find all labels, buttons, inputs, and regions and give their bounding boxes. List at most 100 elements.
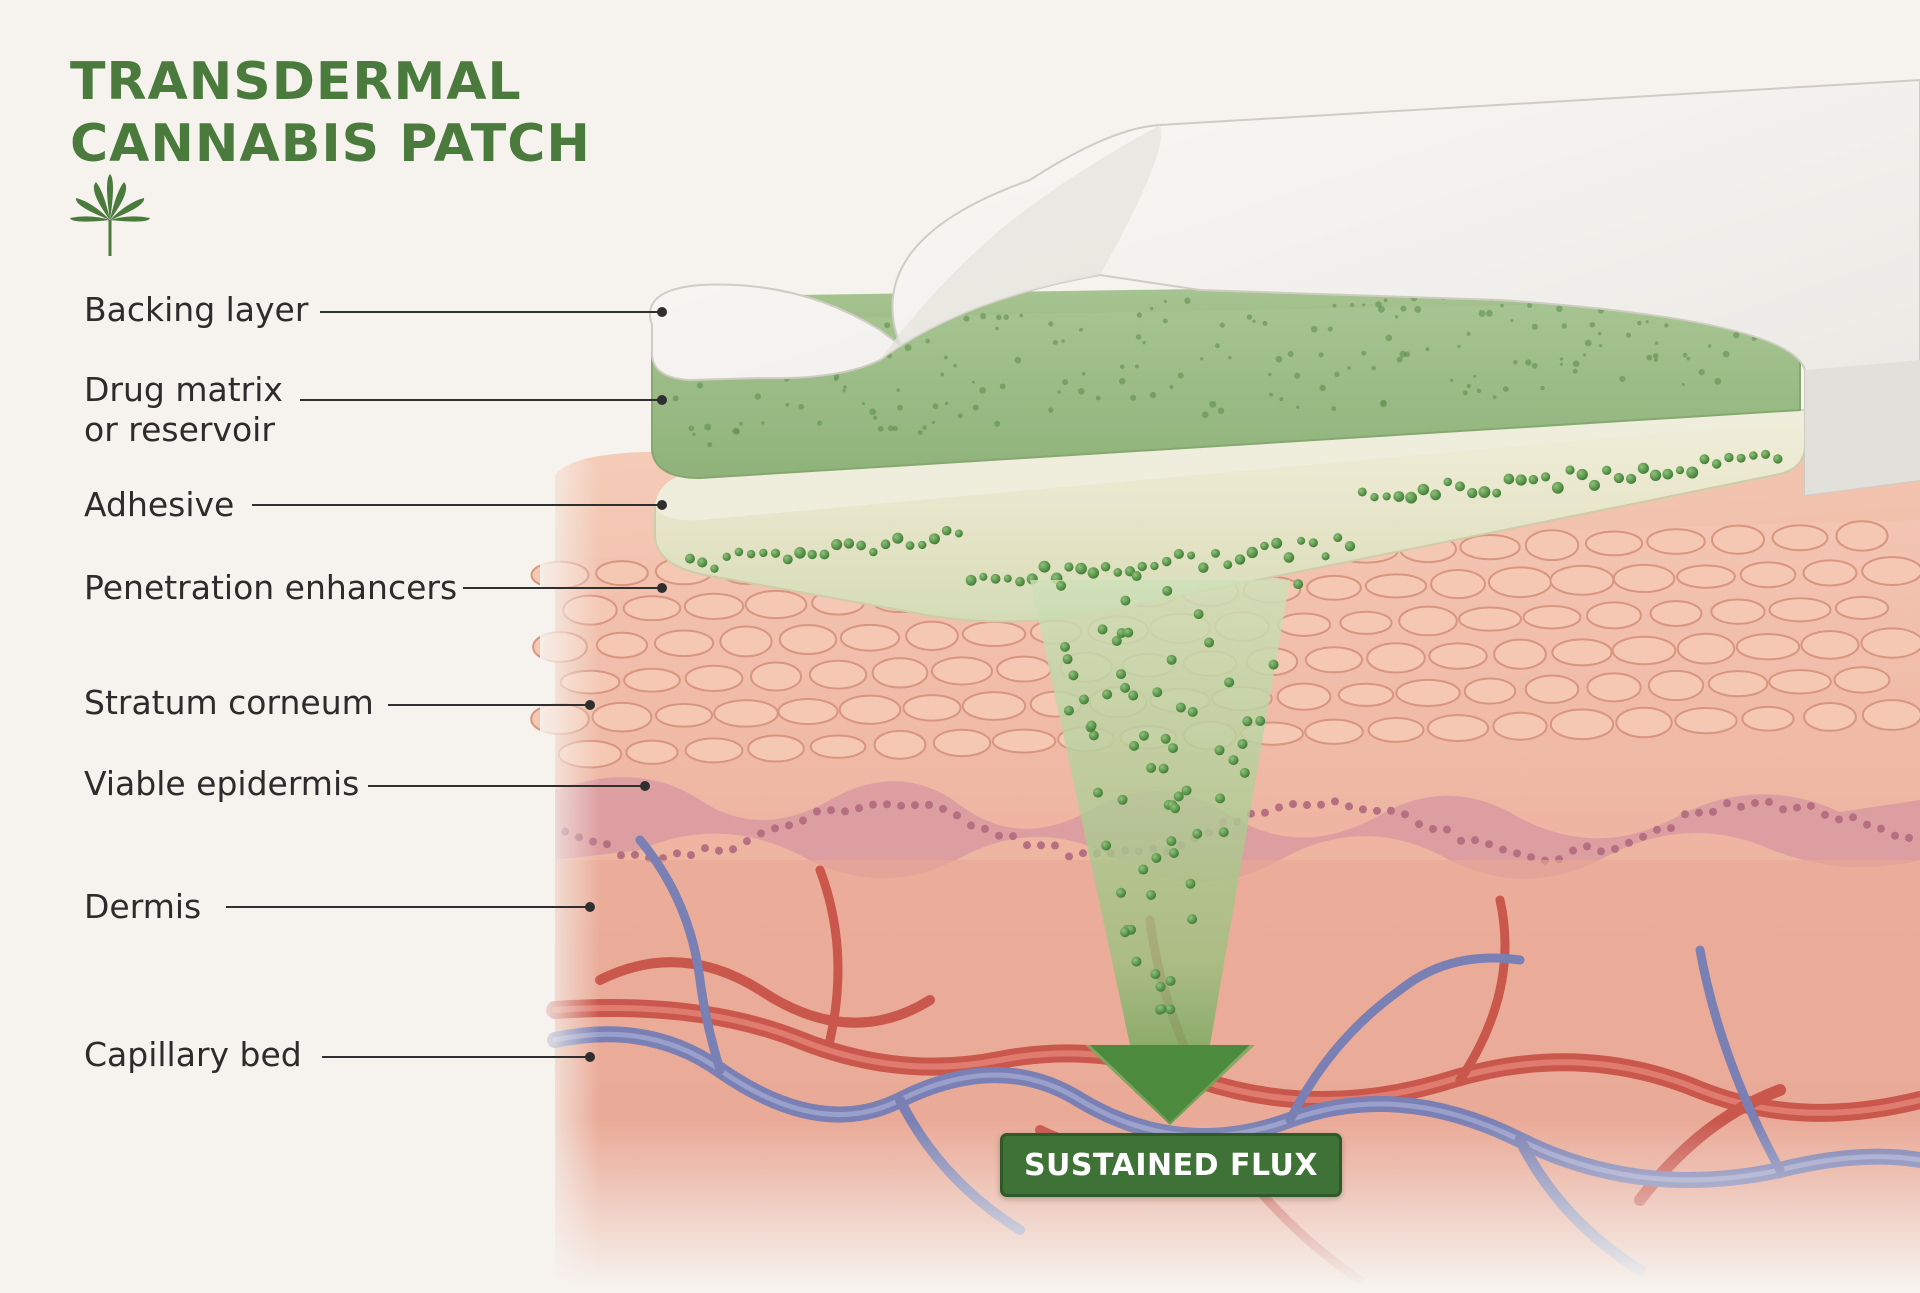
skin-cell bbox=[747, 734, 805, 763]
basal-cell-dot bbox=[673, 849, 681, 858]
diffusion-dot bbox=[1131, 571, 1142, 582]
matrix-speckle bbox=[1414, 305, 1422, 313]
basal-cell-dot bbox=[1611, 844, 1619, 853]
diffusion-dot bbox=[1078, 694, 1089, 705]
label-leader-lines bbox=[226, 311, 662, 1058]
enhancer-dot bbox=[990, 573, 1001, 584]
basal-cell-dot bbox=[995, 831, 1003, 840]
enhancer-dot bbox=[918, 540, 927, 550]
skin-cell bbox=[932, 728, 992, 758]
basal-cell-dot bbox=[953, 811, 961, 820]
matrix-speckle bbox=[1287, 350, 1294, 358]
enhancer-dot bbox=[1467, 487, 1478, 499]
matrix-speckle bbox=[1385, 334, 1393, 342]
title-line-1: TRANSDERMAL bbox=[70, 52, 522, 112]
skin-cell bbox=[1649, 600, 1703, 627]
enhancer-dot bbox=[1198, 562, 1209, 573]
basal-cell-dot bbox=[939, 804, 947, 813]
skin-cell bbox=[1337, 682, 1395, 707]
skin-cell bbox=[808, 659, 868, 690]
diffusion-dot bbox=[1111, 635, 1122, 646]
diffusion-dot bbox=[1117, 794, 1128, 805]
enhancer-dot bbox=[1137, 561, 1147, 572]
skin-cell bbox=[1366, 642, 1426, 674]
basal-cell-dot bbox=[1023, 841, 1031, 850]
skin-cell bbox=[1803, 702, 1857, 732]
basal-cell-dot bbox=[1457, 836, 1465, 845]
enhancer-dot bbox=[941, 525, 952, 536]
diffusion-dot bbox=[1237, 738, 1248, 749]
matrix-speckle bbox=[1163, 299, 1167, 303]
basal-cells bbox=[561, 797, 1913, 865]
diffusion-dot bbox=[1160, 733, 1171, 744]
matrix-speckle bbox=[1246, 314, 1253, 320]
basal-cell-dot bbox=[1331, 797, 1339, 806]
basal-cell-dot bbox=[1779, 805, 1787, 814]
enhancer-dot bbox=[1430, 489, 1441, 501]
enhancer-dot bbox=[1478, 486, 1491, 498]
diffusion-dot bbox=[1239, 767, 1250, 778]
matrix-speckle bbox=[957, 413, 963, 419]
enhancer-dot bbox=[1492, 488, 1502, 498]
adhesive-layer bbox=[654, 408, 1806, 623]
enhancer-dot bbox=[928, 533, 940, 545]
leader-dot bbox=[657, 500, 667, 510]
skin-cell bbox=[1367, 716, 1425, 743]
skin-cell bbox=[1860, 627, 1920, 659]
enhancer-dot bbox=[1540, 472, 1551, 482]
enhancer-dot bbox=[1675, 466, 1685, 475]
matrix-speckle bbox=[1200, 357, 1204, 361]
label-penetration-enhancers: Penetration enhancers bbox=[84, 568, 458, 607]
matrix-speckle bbox=[1478, 310, 1486, 317]
enhancer-dot bbox=[1297, 536, 1306, 545]
matrix-speckle bbox=[1400, 305, 1407, 312]
matrix-speckle bbox=[1296, 405, 1300, 409]
skin-cell bbox=[1710, 524, 1766, 555]
matrix-speckle bbox=[1215, 343, 1220, 349]
skin-cell bbox=[1463, 677, 1517, 705]
skin-cell bbox=[1615, 706, 1673, 739]
skin-cell bbox=[1395, 678, 1461, 708]
matrix-speckle bbox=[1347, 366, 1351, 370]
basal-cell-dot bbox=[1359, 805, 1367, 814]
matrix-speckle bbox=[692, 432, 696, 436]
basal-cell-dot bbox=[1065, 852, 1073, 861]
matrix-speckle bbox=[1019, 313, 1024, 318]
diffusion-dot bbox=[1138, 730, 1149, 741]
basal-cell-dot bbox=[743, 837, 751, 846]
enhancer-dot bbox=[1662, 468, 1674, 480]
matrix-speckle bbox=[1625, 332, 1631, 338]
enhancer-dot bbox=[1699, 454, 1710, 465]
skin-cell bbox=[930, 656, 994, 686]
basal-cell-dot bbox=[1499, 845, 1507, 854]
basal-cell-dot bbox=[771, 824, 779, 833]
enhancer-dot bbox=[1551, 481, 1564, 494]
backing-fold bbox=[880, 125, 1162, 360]
enhancer-dot bbox=[1382, 492, 1391, 501]
matrix-speckle bbox=[1394, 315, 1399, 319]
adhesive-top bbox=[655, 409, 1805, 521]
basal-cell-dot bbox=[1583, 842, 1591, 851]
skin-cell bbox=[595, 631, 649, 659]
diffusion-dot bbox=[1101, 840, 1112, 851]
enhancer-dot bbox=[734, 547, 744, 557]
enhancer-dot bbox=[722, 552, 731, 562]
skin-cell bbox=[1612, 563, 1676, 594]
matrix-speckle bbox=[897, 404, 903, 411]
matrix-speckle bbox=[1014, 356, 1022, 364]
basal-cell-dot bbox=[1667, 824, 1675, 833]
matrix-speckle bbox=[1081, 371, 1086, 376]
matrix-speckle bbox=[732, 427, 740, 435]
matrix-speckle bbox=[999, 383, 1006, 390]
label-backing-layer: Backing layer bbox=[84, 290, 309, 329]
skin-cell bbox=[1586, 672, 1642, 703]
basal-cell-dot bbox=[1751, 798, 1759, 807]
skin-cell bbox=[961, 691, 1027, 721]
diffusion-dot bbox=[1131, 956, 1142, 967]
enhancer-dot bbox=[1686, 466, 1699, 479]
skin-cell bbox=[684, 737, 744, 764]
matrix-speckle bbox=[944, 401, 949, 406]
enhancer-dot bbox=[759, 548, 768, 558]
diffusion-dot bbox=[1242, 716, 1253, 727]
skin-cell bbox=[838, 694, 902, 725]
